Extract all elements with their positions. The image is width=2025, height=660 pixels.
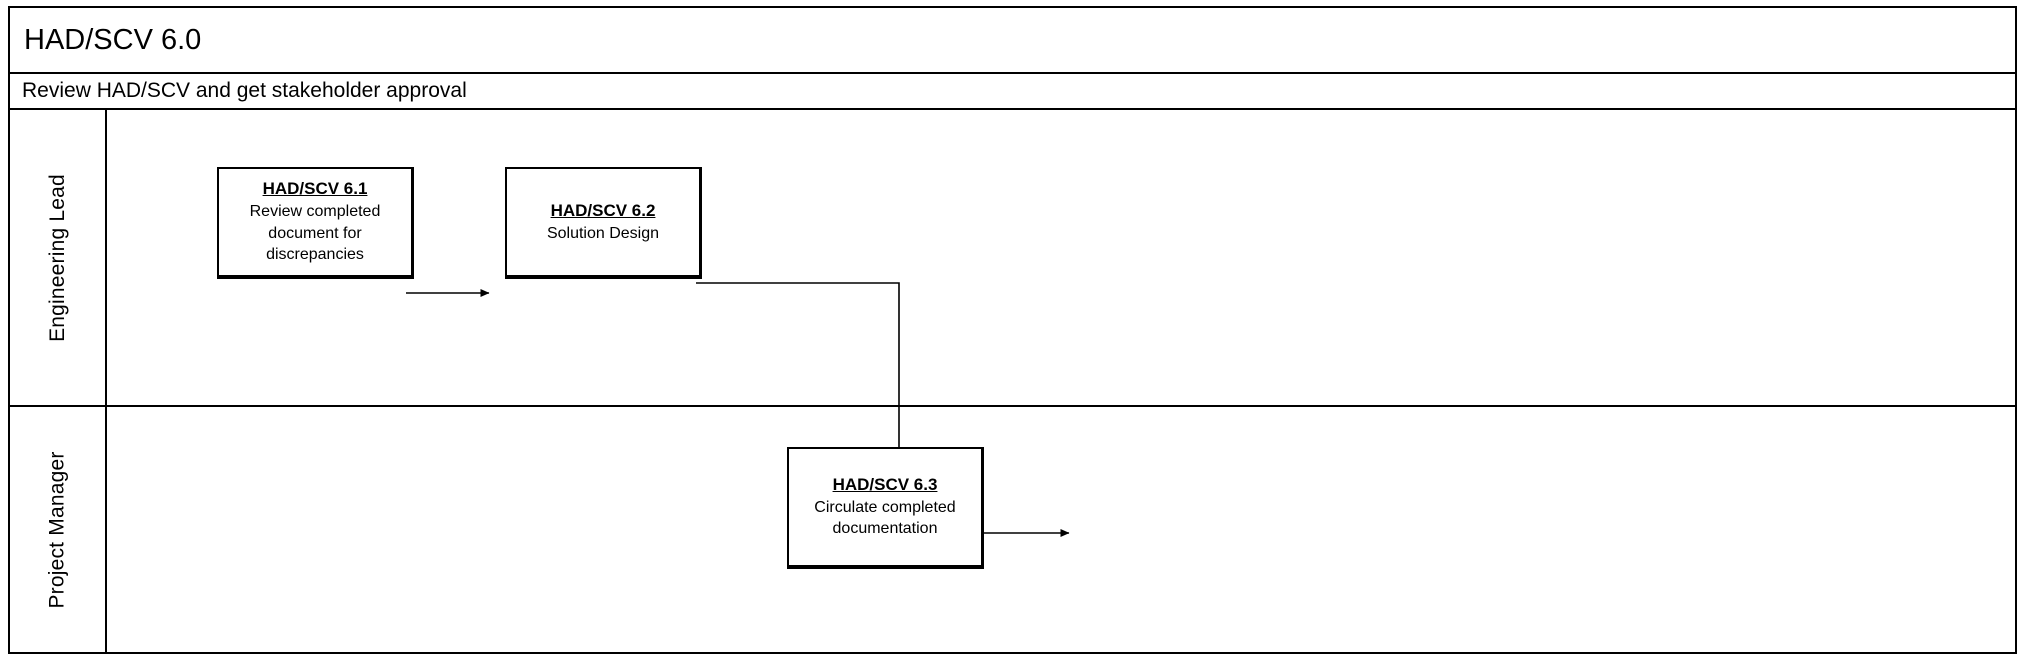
process-box-6-2-description: Solution Design [546,224,660,242]
process-box-6-3-description: Circulate completed documentation [814,498,956,538]
process-box-6-2-id: HAD/SCV 6.2 [550,200,656,220]
process-box-6-3[interactable]: HAD/SCV 6.3 Circulate completed document… [787,447,984,569]
process-box-6-1-id: HAD/SCV 6.1 [262,179,368,199]
diagram-title-row: HAD/SCV 6.0 [8,6,2017,74]
lane-label-cell-engineering-lead: Engineering Lead [10,110,107,405]
lane-label-project-manager: Project Manager [45,450,69,609]
lane-body-engineering-lead: HAD/SCV 6.1 Review completed document fo… [107,110,2015,405]
diagram-title: HAD/SCV 6.0 [24,23,202,56]
lane-body-project-manager: HAD/SCV 6.3 Circulate completed document… [107,407,2015,652]
swimlane-project-manager: Project Manager HAD/SCV 6.3 Circulate co… [8,407,2017,654]
process-box-6-1[interactable]: HAD/SCV 6.1 Review completed document fo… [217,167,414,279]
swimlane-engineering-lead: Engineering Lead HAD/SCV 6.1 Review comp… [8,110,2017,407]
diagram-subtitle: Review HAD/SCV and get stakeholder appro… [22,79,467,102]
process-box-6-1-description: Review completed document for discrepanc… [249,203,381,264]
diagram-subtitle-row: Review HAD/SCV and get stakeholder appro… [8,74,2017,110]
lane-label-engineering-lead: Engineering Lead [45,173,69,342]
lane-label-cell-project-manager: Project Manager [10,407,107,652]
process-box-6-3-id: HAD/SCV 6.3 [832,474,938,494]
process-box-6-2[interactable]: HAD/SCV 6.2 Solution Design [505,167,702,279]
